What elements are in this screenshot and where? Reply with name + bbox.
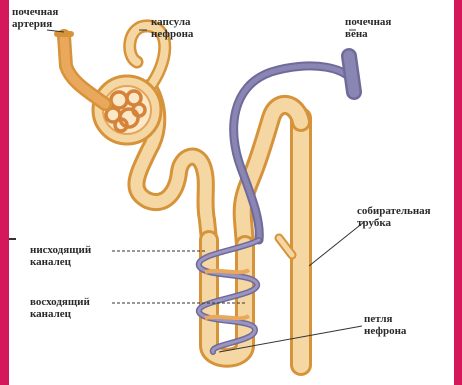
label-nephron-capsule: капсула нефрона xyxy=(151,16,193,40)
label-renal-vein: почечная вена xyxy=(345,16,391,40)
label-nephron-loop: петля нефрона xyxy=(364,313,406,337)
label-descending-tubule: нисходящий каналец xyxy=(30,244,91,268)
collecting-duct-shape xyxy=(279,118,301,365)
label-collecting-duct: собирательная трубка xyxy=(357,205,431,229)
label-renal-artery: почечная артерия xyxy=(12,6,58,30)
leader-collecting-duct xyxy=(309,222,364,266)
diagram-canvas: почечная артерия капсула нефрона почечна… xyxy=(9,0,454,385)
left-edge-mark xyxy=(9,238,16,240)
renal-artery-shape xyxy=(57,34,105,104)
label-ascending-tubule: восходящий каналец xyxy=(30,296,90,320)
